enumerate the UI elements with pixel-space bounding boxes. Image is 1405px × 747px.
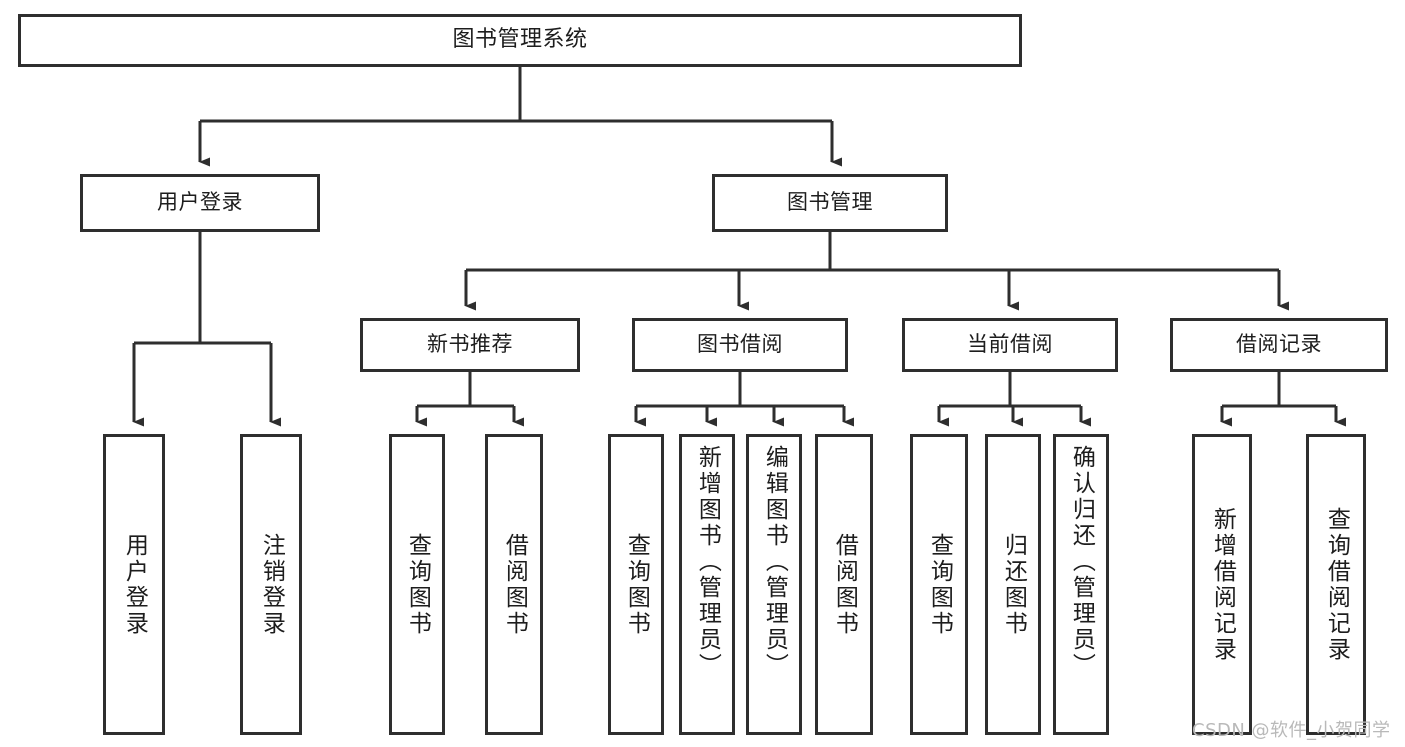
node-leaf-confirm-return[interactable]: 确认归还（管理员）: [1053, 434, 1109, 735]
node-leaf-borrow-book-2-label: 借阅图书: [831, 532, 858, 637]
node-leaf-add-record-label: 新增借阅记录: [1209, 506, 1236, 663]
node-leaf-add-record[interactable]: 新增借阅记录: [1192, 434, 1252, 735]
node-leaf-add-book[interactable]: 新增图书（管理员）: [679, 434, 735, 735]
node-root[interactable]: 图书管理系统: [18, 14, 1022, 67]
node-user-login-label: 用户登录: [157, 190, 243, 215]
node-leaf-borrow-book-2[interactable]: 借阅图书: [815, 434, 873, 735]
node-leaf-query-book-1-label: 查询图书: [404, 532, 431, 637]
node-leaf-confirm-return-label: 确认归还（管理员）: [1068, 445, 1095, 679]
node-leaf-edit-book-label: 编辑图书（管理员）: [761, 445, 788, 679]
node-root-label: 图书管理系统: [452, 27, 588, 53]
node-leaf-edit-book[interactable]: 编辑图书（管理员）: [746, 434, 802, 735]
node-leaf-query-record[interactable]: 查询借阅记录: [1306, 434, 1366, 735]
node-leaf-user-login[interactable]: 用户登录: [103, 434, 165, 735]
node-leaf-query-record-label: 查询借阅记录: [1323, 506, 1350, 663]
node-user-login[interactable]: 用户登录: [80, 174, 320, 232]
node-new-book-rec-label: 新书推荐: [427, 332, 513, 357]
node-leaf-query-book-3-label: 查询图书: [926, 532, 953, 637]
node-borrow-record-label: 借阅记录: [1236, 332, 1322, 357]
node-leaf-user-logout[interactable]: 注销登录: [240, 434, 302, 735]
node-leaf-query-book-2[interactable]: 查询图书: [608, 434, 664, 735]
node-current-borrow[interactable]: 当前借阅: [902, 318, 1118, 372]
node-book-manage[interactable]: 图书管理: [712, 174, 948, 232]
node-leaf-user-logout-label: 注销登录: [258, 532, 285, 637]
node-current-borrow-label: 当前借阅: [967, 332, 1053, 357]
node-leaf-add-book-label: 新增图书（管理员）: [694, 445, 721, 679]
node-borrow-record[interactable]: 借阅记录: [1170, 318, 1388, 372]
node-new-book-rec[interactable]: 新书推荐: [360, 318, 580, 372]
node-leaf-query-book-1[interactable]: 查询图书: [389, 434, 445, 735]
node-leaf-user-login-label: 用户登录: [121, 532, 148, 637]
node-leaf-return-book[interactable]: 归还图书: [985, 434, 1041, 735]
node-leaf-borrow-book-1-label: 借阅图书: [501, 532, 528, 637]
node-book-manage-label: 图书管理: [787, 190, 873, 215]
node-leaf-query-book-3[interactable]: 查询图书: [910, 434, 968, 735]
node-book-borrow[interactable]: 图书借阅: [632, 318, 848, 372]
node-leaf-borrow-book-1[interactable]: 借阅图书: [485, 434, 543, 735]
node-leaf-query-book-2-label: 查询图书: [623, 532, 650, 637]
node-leaf-return-book-label: 归还图书: [1000, 532, 1027, 637]
node-book-borrow-label: 图书借阅: [697, 332, 783, 357]
